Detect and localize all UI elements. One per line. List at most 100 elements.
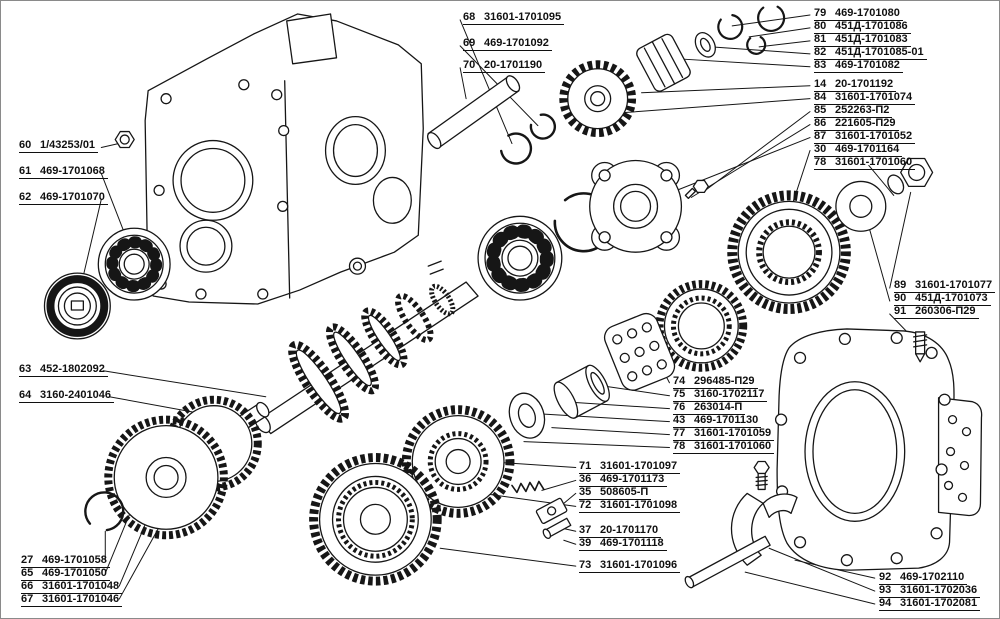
- part-number: 27: [21, 554, 34, 566]
- part-code: 31601-1701096: [600, 559, 678, 571]
- part-code: 31601-1702081: [900, 597, 978, 609]
- part-code: 31601-1701046: [42, 593, 120, 605]
- hex-nut: [887, 157, 934, 195]
- part-label-68: 68 31601-1701095: [463, 11, 565, 25]
- part-code: 31601-1701074: [835, 91, 913, 103]
- retaining-rings: [717, 3, 786, 55]
- part-code: 469-1701173: [600, 473, 665, 485]
- part-label-92: 92 469-1702110: [879, 571, 968, 585]
- part-code: 469-1701050: [42, 567, 107, 579]
- part-number: 14: [814, 78, 827, 90]
- part-code: 3160-1702117: [694, 388, 765, 400]
- part-code: 31601-1701048: [42, 580, 120, 592]
- part-number: 76: [673, 401, 686, 413]
- part-number: 66: [21, 580, 34, 592]
- part-label-94: 94 31601-1702081: [879, 597, 981, 611]
- mainshaft-gear-cluster: [254, 281, 479, 435]
- part-number: 91: [894, 305, 907, 317]
- part-code: 469-1701164: [835, 143, 900, 155]
- snap-ring-front: [84, 491, 125, 532]
- part-label-67: 67 31601-1701046: [21, 593, 123, 607]
- part-label-64: 64 3160-2401046: [19, 389, 114, 403]
- part-code: 296485-П29: [694, 375, 755, 387]
- part-number: 78: [814, 156, 827, 168]
- oil-seal: [43, 272, 111, 340]
- lock-spring: [511, 480, 545, 494]
- part-code: 31601-1701095: [484, 11, 562, 23]
- part-code: 260306-П29: [915, 305, 976, 317]
- snap-ring-icon: [499, 113, 557, 165]
- part-number: 94: [879, 597, 892, 609]
- part-number: 84: [814, 91, 827, 103]
- part-number: 61: [19, 165, 32, 177]
- part-code: 31601-1701059: [694, 427, 772, 439]
- part-number: 39: [579, 537, 592, 549]
- part-code: 469-1701082: [835, 59, 900, 71]
- shift-pin: [542, 517, 572, 539]
- part-number: 78: [673, 440, 686, 452]
- thrust-washer: [508, 392, 546, 439]
- part-code: 469-1701092: [484, 37, 549, 49]
- part-code: 469-1702110: [900, 571, 965, 583]
- part-number: 90: [894, 292, 907, 304]
- part-code: 451Д-1701083: [835, 33, 908, 45]
- part-number: 67: [21, 593, 34, 605]
- part-number: 85: [814, 104, 827, 116]
- part-code: 469-1701130: [694, 414, 759, 426]
- part-number: 64: [19, 389, 32, 401]
- part-number: 72: [579, 499, 592, 511]
- part-code: 31601-1701077: [915, 279, 993, 291]
- part-code: 469-1701068: [40, 165, 105, 177]
- intermediate-gear-cluster: [104, 395, 270, 540]
- mainshaft-bearing: [477, 215, 563, 301]
- part-label-84: 84 31601-1701074: [814, 91, 916, 105]
- part-number: 73: [579, 559, 592, 571]
- part-number: 79: [814, 7, 827, 19]
- rear-cover: [774, 328, 983, 571]
- shift-fork-assembly: [684, 460, 798, 589]
- part-number: 92: [879, 571, 892, 583]
- part-label-27: 27 469-1701058: [21, 554, 110, 568]
- part-label-91: 91 260306-П29: [894, 305, 979, 319]
- input-ball-bearing: [97, 227, 171, 301]
- part-number: 89: [894, 279, 907, 291]
- part-number: 63: [19, 363, 32, 375]
- needle-roller-cage: [603, 312, 676, 391]
- part-number: 83: [814, 59, 827, 71]
- part-number: 75: [673, 388, 686, 400]
- cover-stud: [913, 331, 928, 363]
- part-code: 263014-П: [694, 401, 743, 413]
- part-code: 469-1701058: [42, 554, 107, 566]
- part-code: 31601-1701052: [835, 130, 913, 142]
- part-label-75: 75 3160-1702117: [673, 388, 768, 402]
- part-code: 3160-2401046: [40, 389, 111, 401]
- part-code: 221605-П29: [835, 117, 896, 129]
- part-number: 68: [463, 11, 476, 23]
- flat-washer: [835, 180, 887, 232]
- clutch-gear: [309, 453, 442, 586]
- part-number: 69: [463, 37, 476, 49]
- part-label-66: 66 31601-1701048: [21, 580, 123, 594]
- part-label-83: 83 469-1701082: [814, 59, 903, 73]
